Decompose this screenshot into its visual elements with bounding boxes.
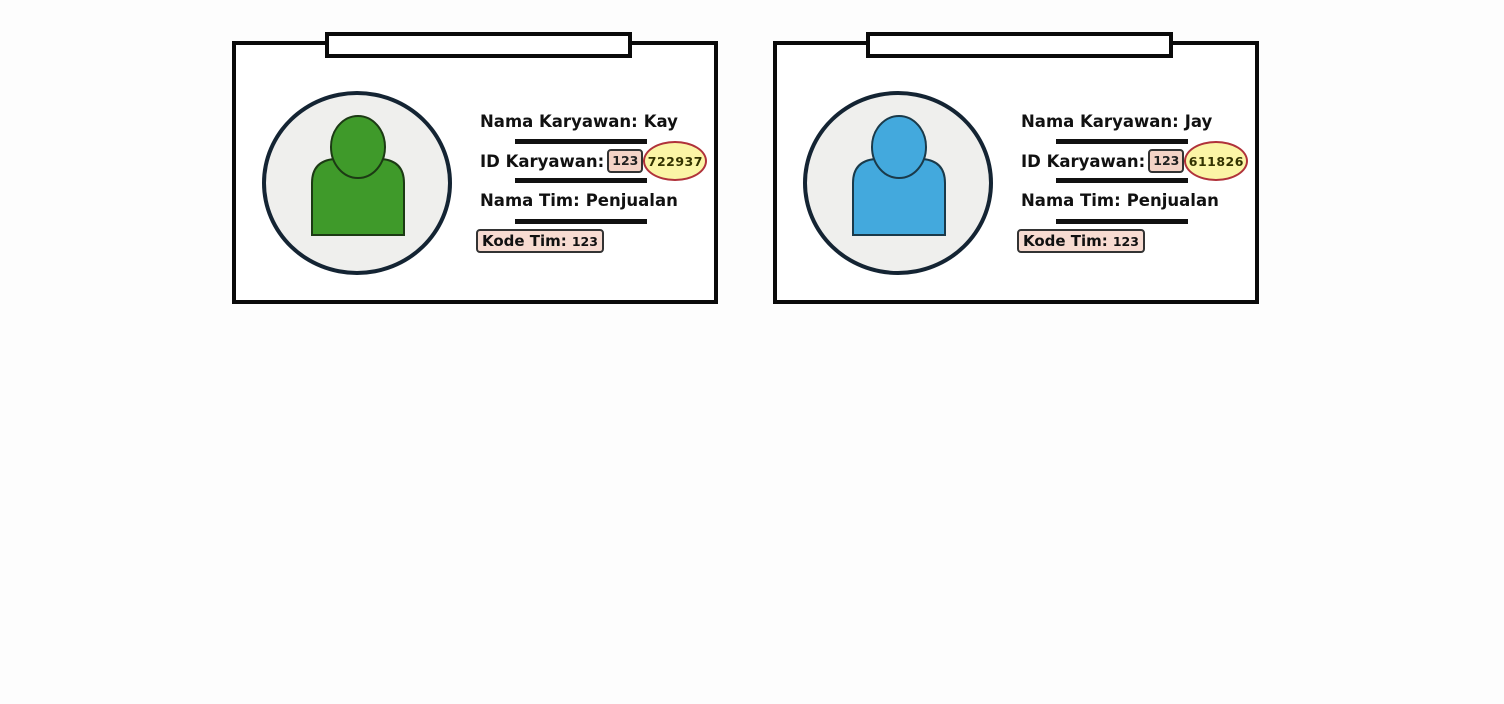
divider (1056, 178, 1188, 183)
team-code-box: Kode Tim: 123 (476, 229, 604, 253)
person-silhouette-icon (311, 115, 405, 236)
card-clip (325, 32, 632, 58)
employee-name-row: Nama Karyawan: Jay (1021, 108, 1212, 134)
employee-id-label: ID Karyawan: (1021, 151, 1146, 171)
card-clip (866, 32, 1173, 58)
employee-name-value: Jay (1184, 111, 1213, 131)
divider (1056, 219, 1188, 224)
team-name-label: Nama Tim: (480, 190, 580, 210)
team-code-box: Kode Tim: 123 (1017, 229, 1145, 253)
divider (515, 219, 647, 224)
divider (515, 178, 647, 183)
avatar-head (871, 115, 927, 179)
photo-circle (803, 91, 993, 275)
employee-name-value: Kay (643, 111, 678, 131)
team-code-label: Kode Tim: (1023, 232, 1108, 250)
employee-name-row: Nama Karyawan: Kay (480, 108, 678, 134)
id-suffix-oval: 611826 (1184, 141, 1249, 181)
divider (515, 139, 647, 144)
id-card-jay: Nama Karyawan: Jay ID Karyawan: 123 6118… (773, 32, 1259, 304)
employee-id-label: ID Karyawan: (480, 151, 605, 171)
team-code-value: 123 (1112, 233, 1139, 249)
card-info: Nama Karyawan: Kay ID Karyawan: 123 7229… (476, 45, 710, 300)
id-prefix-box: 123 (607, 149, 644, 173)
employee-id-row: ID Karyawan: 123 722937 (480, 141, 708, 181)
employee-name-label: Nama Karyawan: (1021, 111, 1179, 131)
person-silhouette-icon (852, 115, 946, 236)
team-name-value: Penjualan (1126, 190, 1219, 210)
avatar-head (330, 115, 386, 179)
team-name-row: Nama Tim: Penjualan (480, 187, 678, 213)
id-prefix-box: 123 (1148, 149, 1185, 173)
id-card-kay: Nama Karyawan: Kay ID Karyawan: 123 7229… (232, 32, 718, 304)
team-name-label: Nama Tim: (1021, 190, 1121, 210)
employee-name-label: Nama Karyawan: (480, 111, 638, 131)
team-code-label: Kode Tim: (482, 232, 567, 250)
team-code-value: 123 (571, 233, 598, 249)
team-name-row: Nama Tim: Penjualan (1021, 187, 1219, 213)
card-info: Nama Karyawan: Jay ID Karyawan: 123 6118… (1017, 45, 1251, 300)
photo-circle (262, 91, 452, 275)
id-suffix-oval: 722937 (643, 141, 708, 181)
divider (1056, 139, 1188, 144)
employee-id-row: ID Karyawan: 123 611826 (1021, 141, 1249, 181)
team-name-value: Penjualan (585, 190, 678, 210)
